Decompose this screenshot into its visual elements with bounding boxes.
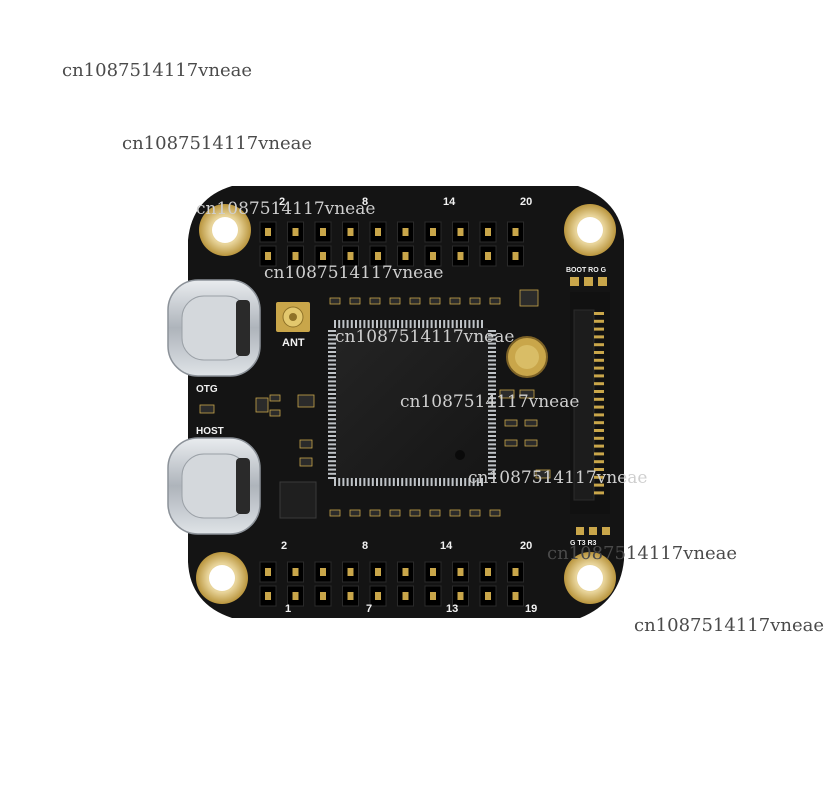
pin-number: 2 <box>281 540 287 552</box>
microphone <box>506 336 548 378</box>
watermark-text: cn1087514117vneae <box>62 60 252 81</box>
bottom-pin-header <box>259 561 524 607</box>
passive-components <box>199 289 551 517</box>
fpc-connector <box>570 292 610 514</box>
pin-number: 20 <box>520 196 532 208</box>
ant-label: ANT <box>282 337 305 349</box>
pin-number: 14 <box>443 196 456 208</box>
pin-number: 20 <box>520 540 532 552</box>
gold-pads <box>570 277 610 535</box>
watermark-text: cn1087514117vneae <box>547 543 737 564</box>
watermark-text: cn1087514117vneae <box>634 615 824 636</box>
small-ic <box>279 481 317 519</box>
watermark-text: cn1087514117vneae <box>264 263 444 283</box>
watermark-text: cn1087514117vneae <box>468 468 648 488</box>
watermark-text: cn1087514117vneae <box>122 133 312 154</box>
pin-number: 14 <box>440 540 453 552</box>
top-pin-header <box>259 221 524 267</box>
boot-label: BOOT RO G <box>566 267 607 274</box>
watermark-text: cn1087514117vneae <box>335 327 515 347</box>
pin-number: 2 <box>279 196 285 208</box>
pin-number: 8 <box>362 540 368 552</box>
host-label: HOST <box>196 426 224 437</box>
pin-number: 7 <box>366 603 372 615</box>
board-photo: 2 8 14 20 2 8 14 20 1 7 13 19 OTG HOST A… <box>167 186 624 618</box>
otg-label: OTG <box>196 384 218 395</box>
usb-c-connector-otg <box>167 279 261 377</box>
mounting-hole <box>564 204 616 256</box>
mounting-hole <box>199 204 251 256</box>
pin-number: 1 <box>285 603 291 615</box>
pin-number: 13 <box>446 603 458 615</box>
usb-c-connector-host <box>167 437 261 535</box>
watermark-text: cn1087514117vneae <box>400 392 580 412</box>
uart-label: G T3 R3 <box>570 540 597 547</box>
mounting-hole <box>196 552 248 604</box>
watermark-text: cn1087514117vneae <box>196 199 376 219</box>
mounting-hole <box>564 552 616 604</box>
mcu-chip <box>328 320 496 486</box>
pin-number: 19 <box>525 603 537 615</box>
antenna-connector <box>276 302 310 332</box>
pin-number: 8 <box>362 196 368 208</box>
